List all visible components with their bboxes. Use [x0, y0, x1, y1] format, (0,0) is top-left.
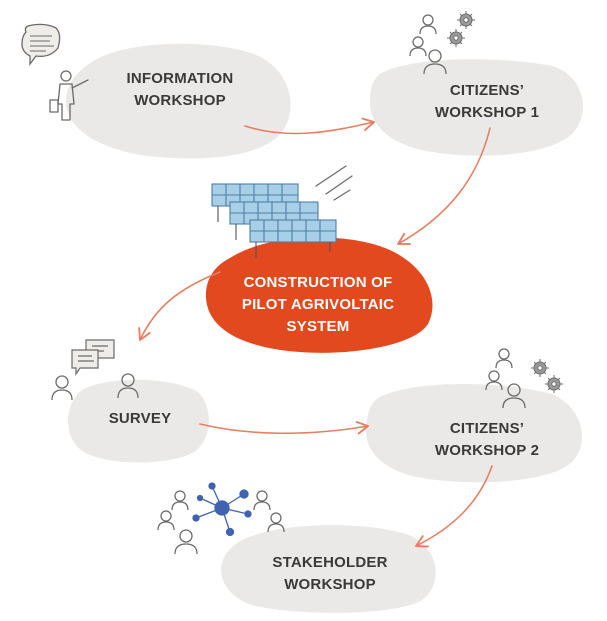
sun-rays-icon [315, 165, 353, 201]
blob-information-workshop [66, 43, 291, 159]
network-icon [192, 482, 252, 537]
presenter-icon [49, 70, 89, 121]
label-line: PILOT AGRIVOLTAIC [241, 296, 395, 313]
chat-bubbles-icon [71, 339, 115, 376]
label-line: SURVEY [108, 410, 172, 427]
label-citizens-workshop-2: CITIZENS’ WORKSHOP 2 [412, 418, 562, 462]
gear-icon-2 [531, 359, 563, 393]
label-line: CONSTRUCTION OF [243, 274, 393, 291]
label-line: SYSTEM [286, 318, 350, 335]
label-line: CITIZENS’ [449, 420, 525, 437]
blob-survey [67, 379, 209, 463]
label-line: INFORMATION [126, 70, 234, 87]
blob-construction [205, 237, 433, 353]
blob-citizens-workshop-1 [370, 59, 583, 156]
arrow-cw1-to-construction [397, 127, 491, 245]
arrow-construction-to-survey [138, 271, 221, 341]
label-line: STAKEHOLDER [272, 554, 388, 571]
solar-panel-icon [211, 183, 337, 258]
blob-stakeholder-workshop [221, 525, 436, 613]
label-line: WORKSHOP [284, 576, 376, 593]
label-survey: SURVEY [90, 408, 190, 430]
gear-icon [447, 11, 475, 47]
speech-bubble-icon [21, 23, 61, 66]
label-line: WORKSHOP 1 [434, 104, 540, 121]
label-line: WORKSHOP 2 [434, 442, 540, 459]
arrow-info-to-cw1 [244, 117, 375, 135]
people-icon [409, 14, 447, 75]
blob-citizens-workshop-2 [365, 383, 583, 483]
survey-people-icon [51, 373, 139, 401]
stakeholder-people-icon [157, 490, 285, 555]
label-citizens-workshop-1: CITIZENS’ WORKSHOP 1 [412, 80, 562, 124]
label-line: WORKSHOP [134, 92, 226, 109]
label-line: CITIZENS’ [449, 82, 525, 99]
arrow-cw2-to-stakeholder [415, 465, 493, 548]
label-construction: CONSTRUCTION OF PILOT AGRIVOLTAIC SYSTEM [218, 272, 418, 338]
label-information-workshop: INFORMATION WORKSHOP [110, 68, 250, 112]
label-stakeholder-workshop: STAKEHOLDER WORKSHOP [250, 552, 410, 596]
people-icon-2 [485, 348, 526, 409]
flow-arrows [138, 117, 493, 548]
arrow-survey-to-cw2 [199, 421, 369, 435]
